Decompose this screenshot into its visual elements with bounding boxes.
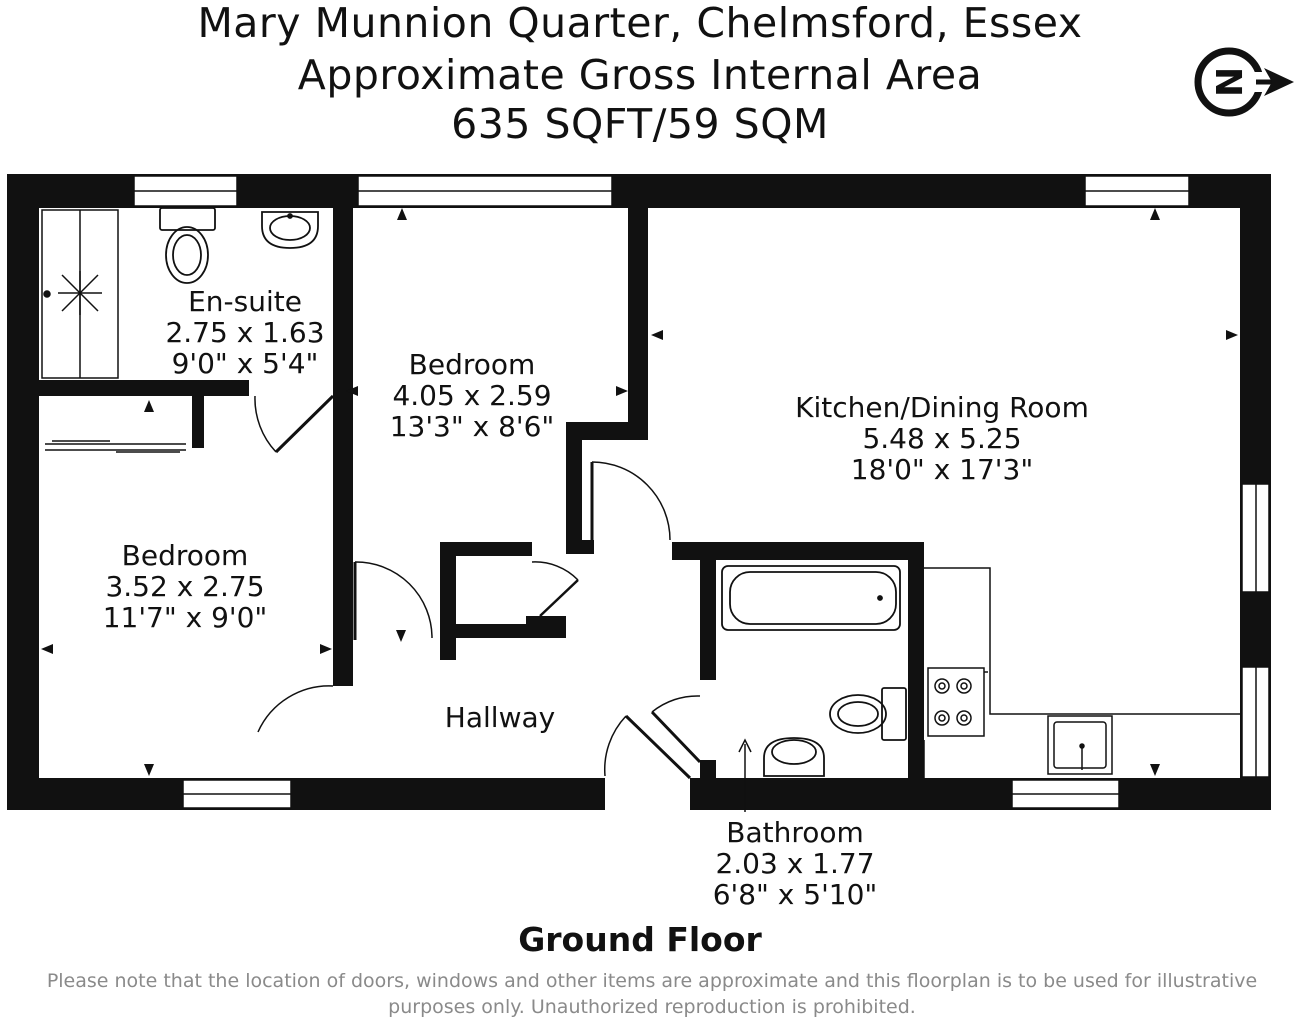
toilet-icon (159, 207, 216, 284)
room-imperial: 18'0" x 17'3" (850, 453, 1034, 486)
basin-icon (261, 211, 319, 249)
area-heading: Approximate Gross Internal Area (297, 51, 983, 99)
room-imperial: 9'0" x 5'4" (171, 347, 319, 380)
windows (133, 175, 1270, 809)
sink-icon (1047, 715, 1113, 775)
area-value: 635 SQFT/59 SQM (451, 100, 829, 148)
kitchen-units (923, 567, 1240, 778)
room-kitchen-dining: Kitchen/Dining Room 5.48 x 5.25 18'0" x … (780, 392, 1104, 485)
bathroom-dimension-arrow (738, 738, 752, 812)
room-imperial: 6'8" x 5'10" (712, 878, 878, 911)
shower-tray-icon (41, 209, 119, 379)
room-hallway: Hallway (420, 702, 580, 733)
room-bedroom-1: Bedroom 3.52 x 2.75 11'7" x 9'0" (80, 540, 290, 633)
room-metric: 2.75 x 1.63 (165, 316, 325, 349)
dimension-markers (41, 208, 1238, 776)
floor-label: Ground Floor (518, 920, 762, 959)
room-name: Kitchen/Dining Room (795, 391, 1089, 424)
bathroom-basin-icon (763, 737, 825, 777)
bathroom-toilet-icon (829, 687, 907, 741)
property-title: Mary Munnion Quarter, Chelmsford, Essex (197, 0, 1083, 47)
room-bedroom-2: Bedroom 4.05 x 2.59 13'3" x 8'6" (362, 349, 582, 442)
room-metric: 3.52 x 2.75 (105, 570, 265, 603)
north-arrow-icon: N (1194, 47, 1294, 117)
room-name: Bedroom (121, 539, 249, 572)
room-name: Bedroom (408, 348, 536, 381)
room-metric: 4.05 x 2.59 (392, 379, 552, 412)
room-name: En-suite (188, 285, 302, 318)
room-imperial: 11'7" x 9'0" (102, 601, 268, 634)
wardrobe (45, 440, 186, 453)
room-metric: 2.03 x 1.77 (715, 847, 875, 880)
room-bathroom: Bathroom 2.03 x 1.77 6'8" x 5'10" (690, 817, 900, 910)
room-name: Hallway (444, 701, 556, 734)
room-ensuite: En-suite 2.75 x 1.63 9'0" x 5'4" (140, 286, 350, 379)
room-imperial: 13'3" x 8'6" (389, 410, 555, 443)
hob-icon (927, 667, 988, 737)
room-metric: 5.48 x 5.25 (862, 422, 1022, 455)
disclaimer-text: Please note that the location of doors, … (46, 970, 1258, 1018)
doors (254, 394, 702, 780)
room-name: Bathroom (726, 816, 864, 849)
compass-letter: N (1207, 67, 1248, 97)
bath-icon (721, 565, 901, 631)
